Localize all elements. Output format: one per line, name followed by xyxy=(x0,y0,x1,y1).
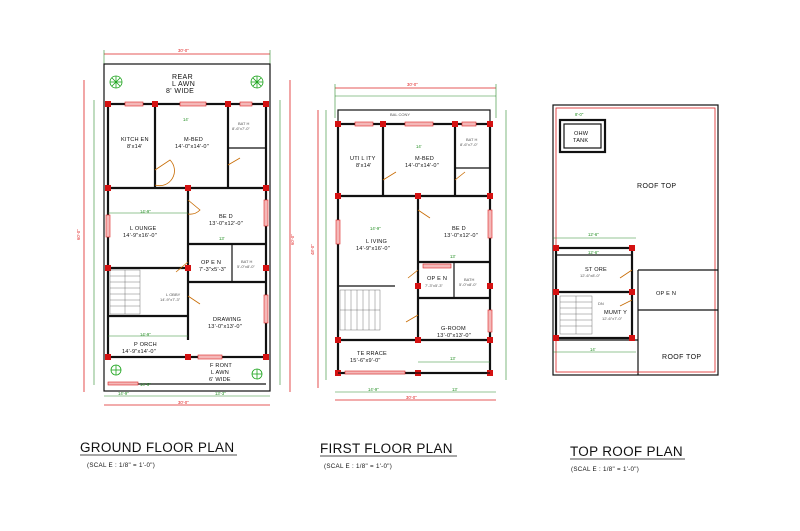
ground-bed-label: BE D xyxy=(219,214,233,220)
ground-rear-lawn-label-2: L AWN xyxy=(172,81,195,88)
ground-bath2-dim: 5'-0"x8'-0" xyxy=(237,264,256,269)
ground-front-lawn-width: 6' WIDE xyxy=(209,377,231,383)
first-plan-title: FIRST FLOOR PLAN xyxy=(320,441,453,456)
first-left-dim: 48'-0" xyxy=(310,244,315,255)
ground-left-dim: 60'-0" xyxy=(76,229,81,240)
roof-top-dim: 12'-6" xyxy=(588,232,599,237)
first-utility-dim: 8'x14' xyxy=(356,163,371,169)
ground-plan-scale: (SCAL E : 1/8" = 1'-0") xyxy=(87,462,155,469)
first-w14b: 14'-9" xyxy=(370,226,381,231)
ground-w14c: 14'-9" xyxy=(140,332,151,337)
roof-rooftop-label: ROOF TOP xyxy=(637,183,677,190)
ground-drawing-dim: 13'-0"x13'-0" xyxy=(208,324,242,330)
ground-rear-lawn-label: REAR xyxy=(172,74,193,81)
ground-front-lawn-label: F RONT xyxy=(210,363,232,369)
first-mbed-label: M-BED xyxy=(415,156,434,162)
first-top-dim: 30'-0" xyxy=(407,82,418,87)
tree-icon xyxy=(250,75,264,89)
first-living-label: L IVING xyxy=(366,239,387,245)
stairs xyxy=(109,269,141,315)
ground-w14: 14' xyxy=(183,117,189,122)
ground-bottom-a: 14'-9" xyxy=(118,391,129,396)
ground-bed-dim: 13'-0"x12'-0" xyxy=(209,221,243,227)
first-plan-scale: (SCAL E : 1/8" = 1'-0") xyxy=(324,463,392,470)
roof-mumty-label: MUMT Y xyxy=(604,310,627,316)
roof-mumty-dim: 12'-6"x7'-0" xyxy=(602,316,623,321)
ground-w14d: 14'-6" xyxy=(140,382,151,387)
roof-store-dim: 12'-6"x8'-0" xyxy=(580,273,601,278)
ground-porch-label: P ORCH xyxy=(134,342,157,348)
top-roof-plan: OHW TANK 8'-0" ROOF TOP ROOF TOP 12'-6" … xyxy=(552,104,719,473)
roof-ohw-dim: 8'-0" xyxy=(575,112,584,117)
ground-kitchen-label: KITCH EN xyxy=(121,137,149,143)
ground-drawing-label: DRAWING xyxy=(213,317,241,323)
ground-bath-label: BAT H xyxy=(238,121,250,126)
ground-floor-plan: 30'-0" 60'-0" 60'-0" REAR L AWN 8' WIDE xyxy=(76,48,295,469)
roof-dn-label: DN xyxy=(598,301,604,306)
roof-ohw-label-2: TANK xyxy=(573,138,588,144)
stairs xyxy=(339,289,381,331)
first-w14: 14' xyxy=(416,144,422,149)
roof-store-label: ST ORE xyxy=(585,267,607,273)
ground-top-dim: 30'-0" xyxy=(178,48,189,53)
first-bottom-a: 14'-9" xyxy=(368,387,379,392)
ground-bottom-dim: 30'-0" xyxy=(178,400,189,405)
first-bottom-b: 13' xyxy=(452,387,458,392)
tree-icon xyxy=(110,364,122,376)
first-bath-label: BAT H xyxy=(466,137,478,142)
roof-mid-dim: 12'-6" xyxy=(588,250,599,255)
ground-bath2-label: BAT H xyxy=(241,259,253,264)
roof-open-label: OP E N xyxy=(656,291,676,297)
ground-open-dim: 7'-3"x5'-3" xyxy=(199,267,226,273)
ground-mbed-label: M-BED xyxy=(184,137,203,143)
ground-w13: 13' xyxy=(219,236,225,241)
ground-rear-lawn-width: 8' WIDE xyxy=(166,88,194,95)
tree-icon xyxy=(251,368,263,380)
first-open-dim: 7'-3"x5'-3" xyxy=(425,283,444,288)
ground-bottom-b: 13'-3" xyxy=(215,391,226,396)
first-bottom-dim: 30'-0" xyxy=(406,395,417,400)
first-floor-plan: 30'-0" 48'-0" BAL CONY xyxy=(310,82,507,470)
roof-ohw-label: OHW xyxy=(574,131,589,137)
tree-icon xyxy=(109,75,123,89)
ground-right-dim: 60'-0" xyxy=(290,234,295,245)
first-bath2-label: BATH xyxy=(464,277,474,282)
ground-lounge-dim: 14'-9"x16'-0" xyxy=(123,233,157,239)
first-bed-label: BE D xyxy=(452,226,466,232)
roof-plan-scale: (SCAL E : 1/8" = 1'-0") xyxy=(571,466,639,473)
ground-porch-dim: 14'-9"x14'-0" xyxy=(122,349,156,355)
first-groom-label: G-ROOM xyxy=(441,326,466,332)
ground-lounge-label: L OUNGE xyxy=(130,226,156,232)
ground-kitchen-dim: 8'x14' xyxy=(127,144,142,150)
first-terrace-dim: 15'-6"x9'-0" xyxy=(350,358,381,364)
first-terrace-label: TE RRACE xyxy=(357,351,387,357)
first-bed-dim: 13'-0"x12'-0" xyxy=(444,233,478,239)
ground-lobby-label: L OBBY xyxy=(166,292,181,297)
ground-bath-dim: 8'-6"x7'-0" xyxy=(232,126,251,131)
first-w13: 13' xyxy=(450,254,456,259)
first-living-dim: 14'-9"x16'-0" xyxy=(356,246,390,252)
first-mbed-dim: 14'-0"x14'-0" xyxy=(405,163,439,169)
roof-plan-title: TOP ROOF PLAN xyxy=(570,444,683,459)
ground-front-lawn-label-2: L AWN xyxy=(211,370,229,376)
ground-w14b: 14'-9" xyxy=(140,209,151,214)
first-bath2-dim: 5'-0"x8'-0" xyxy=(459,282,478,287)
stairs xyxy=(559,295,593,335)
ground-plan-title: GROUND FLOOR PLAN xyxy=(80,440,234,455)
first-w13b: 13' xyxy=(450,356,456,361)
first-groom-dim: 13'-0"x13'-0" xyxy=(437,333,471,339)
first-open-label: OP E N xyxy=(427,276,447,282)
first-utility-label: UTI L ITY xyxy=(350,156,376,162)
roof-rooftop-label-2: ROOF TOP xyxy=(662,354,702,361)
first-bath-dim: 8'-6"x7'-0" xyxy=(460,142,479,147)
ground-open-label: OP E N xyxy=(201,260,221,266)
ground-lobby-dim: 14'-9"x7'-3" xyxy=(160,297,181,302)
first-balcony-label: BAL CONY xyxy=(390,112,410,117)
roof-bottom-dim: 14' xyxy=(590,347,596,352)
ground-mbed-dim: 14'-0"x14'-0" xyxy=(175,144,209,150)
